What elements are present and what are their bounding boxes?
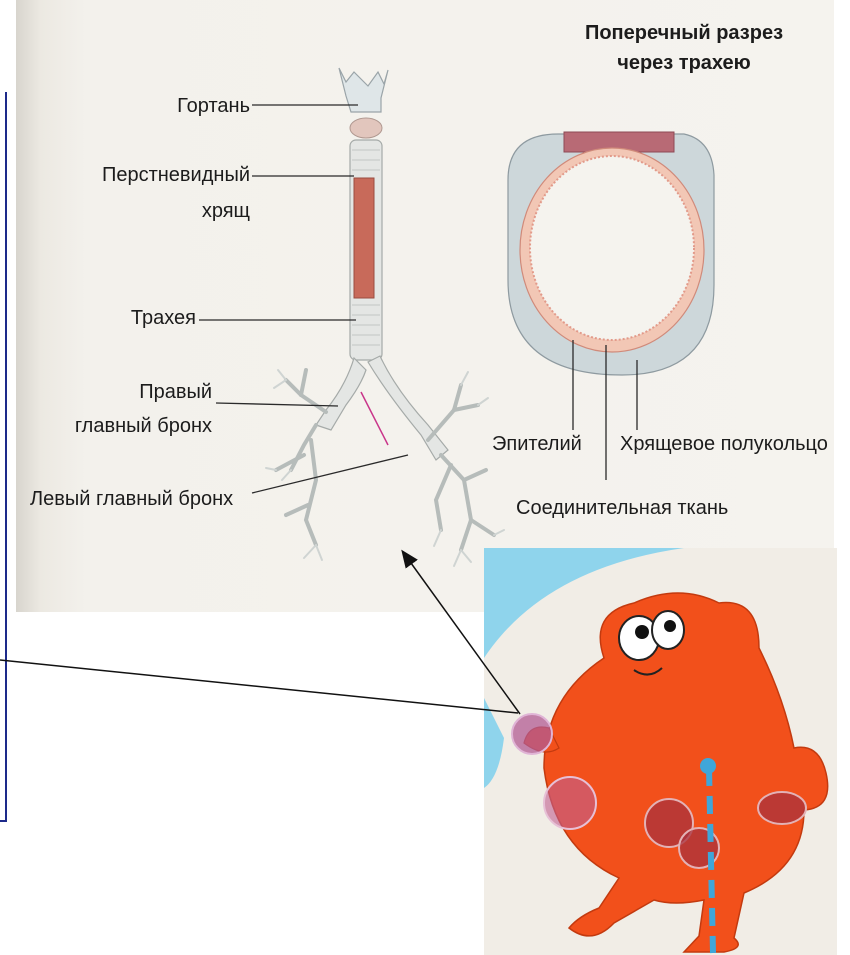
- cartoon-illustration: [484, 548, 837, 955]
- label-epithelium: Эпителий: [492, 432, 582, 456]
- label-left-bronchus: Левый главный бронх: [30, 487, 233, 511]
- cartoon-pupil-right: [664, 620, 676, 632]
- left-main-bronchus: [368, 356, 448, 460]
- label-trachea: Трахея: [96, 306, 196, 330]
- trachea-muscle: [354, 178, 374, 298]
- epithelium-layer: [530, 156, 694, 340]
- cross-section-diagram: [508, 132, 714, 375]
- label-right-bronchus-1: Правый: [96, 380, 212, 404]
- label-cricoid-1: Перстневидный: [80, 163, 250, 187]
- label-cartilage: Хрящевое полукольцо: [620, 432, 828, 456]
- cross-section-title-2: через трахею: [564, 48, 804, 78]
- cartoon-body: [544, 593, 828, 952]
- red-blood-cell-4: [758, 792, 806, 824]
- right-main-bronchus: [316, 358, 366, 430]
- red-blood-cell-1: [544, 777, 596, 829]
- label-connective-tissue: Соединительная ткань: [516, 496, 728, 520]
- label-larynx: Гортань: [150, 94, 250, 118]
- bronchial-twigs: [266, 370, 504, 566]
- textbook-page: Гортань Перстневидный хрящ Трахея Правый…: [16, 0, 834, 612]
- label-right-bronchus-2: главный бронх: [56, 414, 212, 438]
- cartoon-card: [484, 548, 837, 955]
- red-blood-cell-hand: [512, 714, 552, 754]
- carina-line: [361, 392, 388, 445]
- cross-section-title-1: Поперечный разрез: [564, 18, 804, 48]
- pointer-line: [0, 660, 518, 713]
- label-cricoid-2: хрящ: [80, 199, 250, 223]
- dashed-path-head: [700, 758, 716, 774]
- blue-bubble-left: [484, 698, 504, 788]
- cartoon-pupil-left: [635, 625, 649, 639]
- larynx-ring: [350, 118, 382, 138]
- left-frame: [0, 92, 7, 822]
